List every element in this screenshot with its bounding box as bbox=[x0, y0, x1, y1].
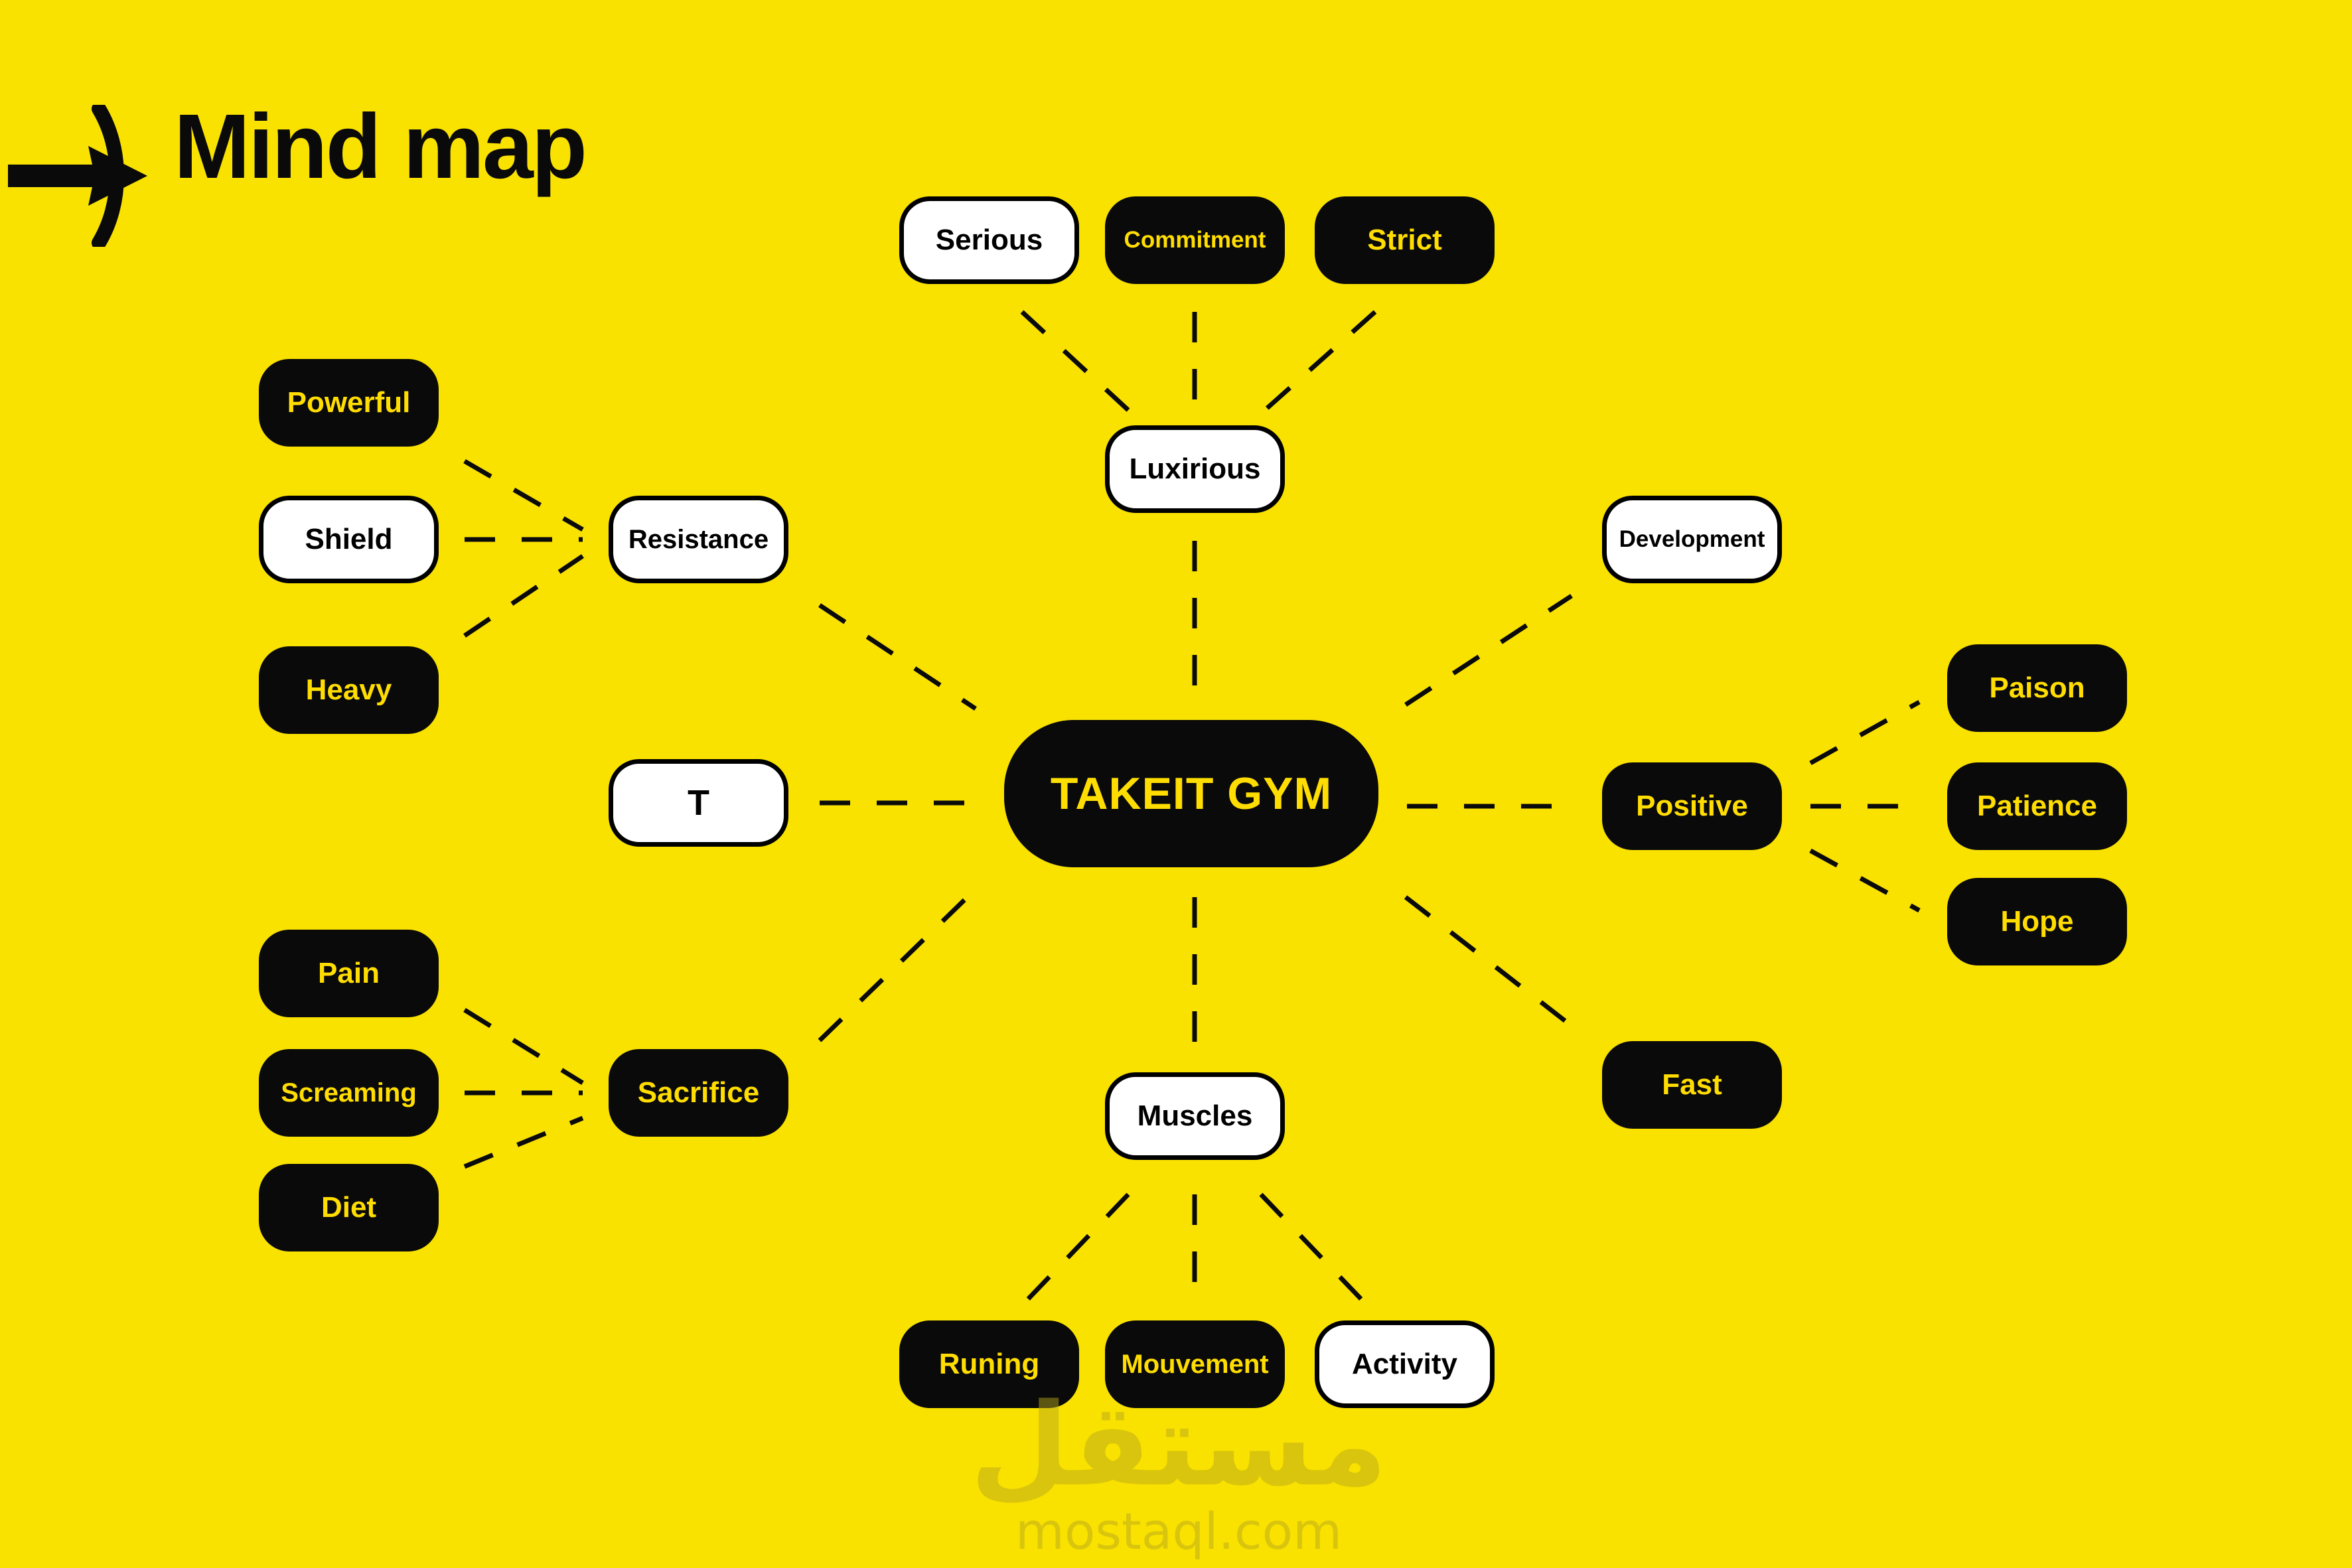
page-title: Mind map bbox=[174, 96, 587, 198]
node-positive-label: Positive bbox=[1636, 790, 1748, 822]
node-runing: Runing bbox=[899, 1320, 1079, 1408]
node-commitment-label: Commitment bbox=[1124, 227, 1266, 253]
node-positive: Positive bbox=[1602, 762, 1782, 850]
node-sacrifice-label: Sacrifice bbox=[637, 1076, 760, 1109]
node-sacrifice: Sacrifice bbox=[609, 1049, 788, 1137]
node-t: T bbox=[609, 759, 788, 847]
node-luxirious-label: Luxirious bbox=[1129, 453, 1261, 485]
node-heavy: Heavy bbox=[259, 646, 439, 734]
node-development: Development bbox=[1602, 496, 1782, 583]
node-shield: Shield bbox=[259, 496, 439, 583]
node-pain-label: Pain bbox=[318, 957, 380, 989]
watermark: مستقل mostaql.com bbox=[970, 1388, 1387, 1557]
watermark-logo-text: مستقل bbox=[970, 1378, 1388, 1512]
connector-muscles-activity bbox=[1259, 1192, 1366, 1304]
node-paison-label: Paison bbox=[1989, 672, 2085, 704]
node-screaming-label: Screaming bbox=[281, 1078, 417, 1107]
node-commitment: Commitment bbox=[1105, 196, 1285, 284]
node-strict-label: Strict bbox=[1367, 224, 1442, 256]
node-t-label: T bbox=[688, 783, 709, 823]
node-activity-label: Activity bbox=[1352, 1348, 1457, 1380]
connector-positive-hope bbox=[1809, 848, 1921, 913]
node-mouvement-label: Mouvement bbox=[1121, 1349, 1269, 1379]
node-powerful: Powerful bbox=[259, 359, 439, 447]
connector-resistance-center bbox=[818, 603, 977, 711]
node-resistance-label: Resistance bbox=[628, 524, 769, 554]
node-heavy-label: Heavy bbox=[305, 674, 392, 706]
node-serious-label: Serious bbox=[935, 224, 1043, 256]
node-fast: Fast bbox=[1602, 1041, 1782, 1129]
node-patience-label: Patience bbox=[1977, 790, 2097, 822]
connector-positive-paison bbox=[1809, 699, 1921, 766]
node-takeit-gym-label: TAKEIT GYM bbox=[1050, 768, 1333, 819]
node-takeit-gym: TAKEIT GYM bbox=[1004, 720, 1378, 867]
node-serious: Serious bbox=[899, 196, 1079, 284]
node-hope-label: Hope bbox=[2000, 905, 2074, 938]
node-muscles: Muscles bbox=[1105, 1072, 1285, 1160]
node-luxirious: Luxirious bbox=[1105, 425, 1285, 513]
node-development-label: Development bbox=[1619, 526, 1765, 552]
connector-muscles-runing bbox=[1023, 1192, 1130, 1304]
node-strict: Strict bbox=[1315, 196, 1495, 284]
node-patience: Patience bbox=[1947, 762, 2127, 850]
node-resistance: Resistance bbox=[609, 496, 788, 583]
node-diet-label: Diet bbox=[321, 1191, 377, 1224]
node-muscles-label: Muscles bbox=[1137, 1100, 1253, 1132]
arrow-right-icon bbox=[8, 105, 147, 247]
node-mouvement: Mouvement bbox=[1105, 1320, 1285, 1408]
node-runing-label: Runing bbox=[938, 1348, 1040, 1380]
connector-sacrifice-center bbox=[818, 887, 978, 1042]
node-fast-label: Fast bbox=[1662, 1068, 1722, 1101]
connector-strict-luxirious bbox=[1263, 310, 1377, 412]
connector-serious-luxirious bbox=[1020, 310, 1130, 412]
node-activity: Activity bbox=[1315, 1320, 1495, 1408]
connector-heavy-resistance bbox=[463, 554, 584, 638]
connector-powerful-resistance bbox=[463, 459, 584, 532]
connector-pain-sacrifice bbox=[463, 1008, 584, 1085]
node-screaming: Screaming bbox=[259, 1049, 439, 1137]
node-shield-label: Shield bbox=[305, 523, 393, 555]
node-powerful-label: Powerful bbox=[287, 386, 411, 419]
node-diet: Diet bbox=[259, 1164, 439, 1251]
watermark-domain: mostaql.com bbox=[1015, 1502, 1343, 1561]
node-paison: Paison bbox=[1947, 644, 2127, 732]
node-pain: Pain bbox=[259, 930, 439, 1017]
connector-center-fast bbox=[1404, 895, 1574, 1028]
connector-diet-sacrifice bbox=[463, 1115, 584, 1169]
node-hope: Hope bbox=[1947, 878, 2127, 965]
connector-center-development bbox=[1404, 594, 1573, 707]
